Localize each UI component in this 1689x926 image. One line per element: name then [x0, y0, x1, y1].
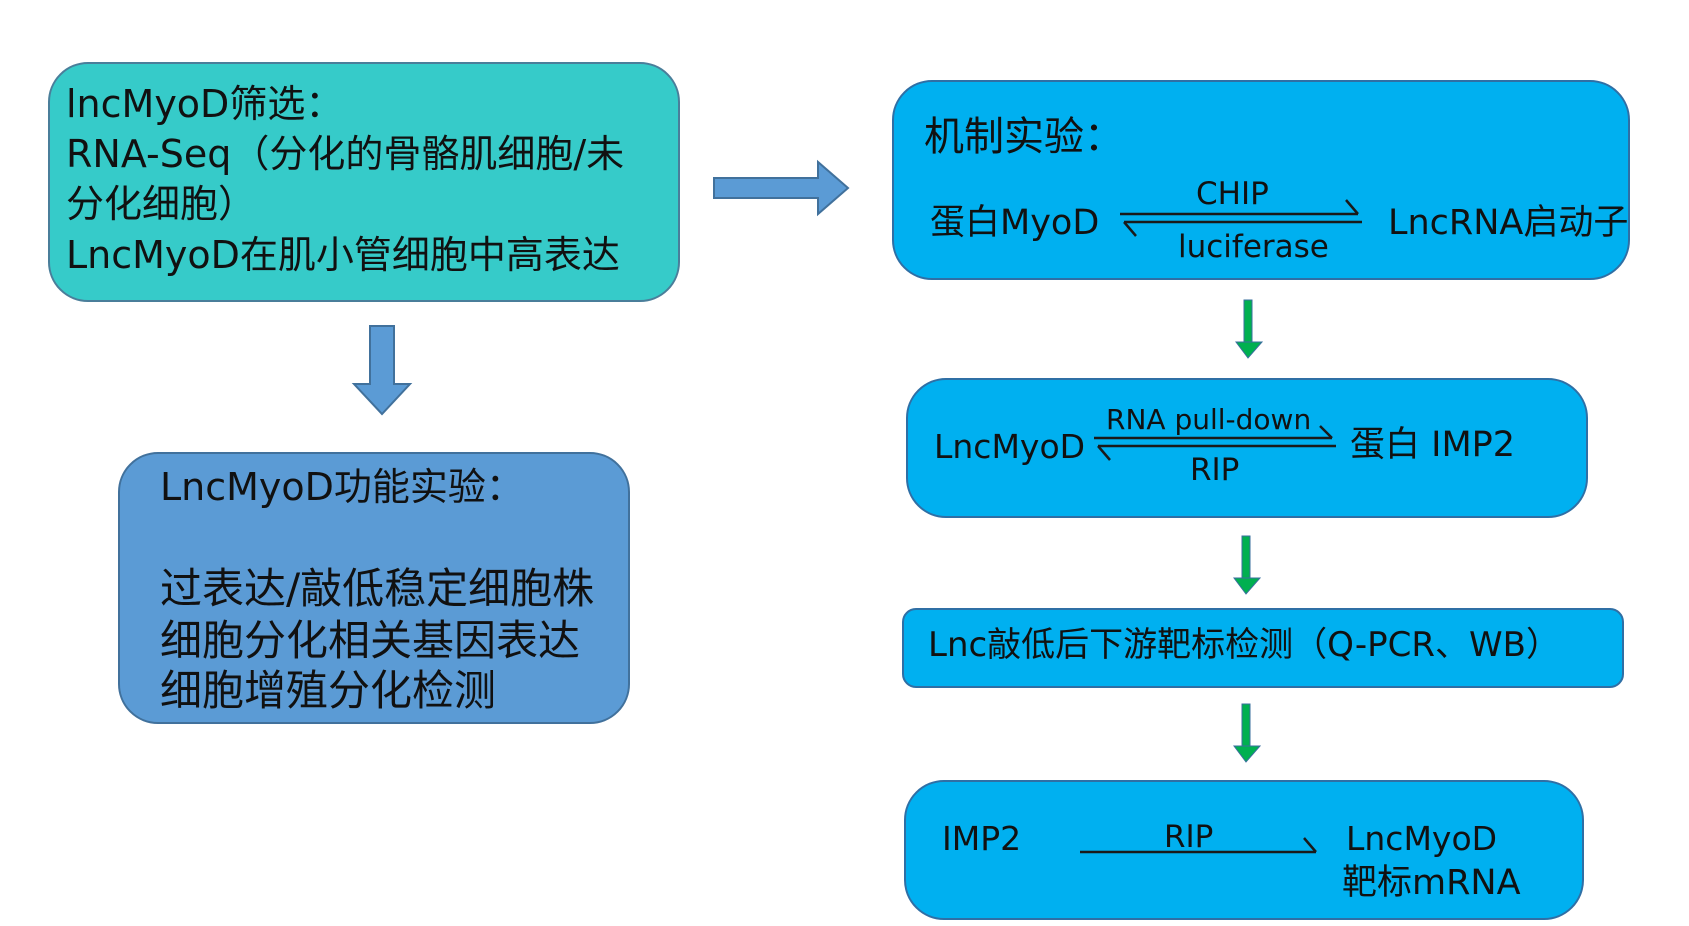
mechanism-right-label: LncRNA启动子	[1388, 203, 1629, 243]
screening-line-2: 分化细胞）	[66, 182, 257, 226]
block-arrow-right	[713, 159, 850, 217]
mechanism-left-label: 蛋白MyoD	[930, 203, 1100, 243]
screening-title: lncMyoD筛选：	[66, 82, 344, 126]
targets-forward-arrow	[1080, 837, 1317, 854]
targets-right-line-2: 靶标mRNA	[1342, 863, 1521, 903]
targets-box	[904, 780, 1584, 920]
binding-box	[906, 378, 1588, 518]
mechanism-equilibrium-arrows	[1120, 199, 1362, 237]
mechanism-box	[892, 80, 1630, 280]
green-arrow-1	[1235, 299, 1264, 359]
binding-equilibrium-arrows	[1094, 425, 1336, 461]
downstream-box	[902, 608, 1624, 688]
screening-box	[48, 62, 680, 302]
screening-line-1: RNA-Seq（分化的骨骼肌细胞/未	[66, 132, 625, 176]
targets-right-line-1: LncMyoD	[1346, 819, 1498, 858]
mechanism-reverse-label: luciferase	[1178, 229, 1329, 265]
function-line-3: 细胞增殖分化检测	[160, 666, 497, 715]
function-box	[118, 452, 630, 724]
function-line-1: 过表达/敲低稳定细胞株	[160, 564, 595, 613]
binding-right-label: 蛋白 IMP2	[1350, 425, 1516, 465]
green-arrow-2	[1233, 535, 1262, 595]
block-arrow-down	[351, 325, 413, 416]
targets-left-label: IMP2	[942, 819, 1022, 858]
function-line-2: 细胞分化相关基因表达	[160, 616, 581, 665]
function-title: LncMyoD功能实验：	[160, 465, 524, 509]
targets-arrow-label: RIP	[1164, 819, 1214, 855]
downstream-label: Lnc敲低后下游靶标检测（Q-PCR、WB）	[928, 625, 1560, 665]
binding-forward-label: RNA pull-down	[1106, 403, 1312, 436]
binding-left-label: LncMyoD	[934, 427, 1086, 466]
binding-reverse-label: RIP	[1190, 452, 1240, 488]
screening-line-3: LncMyoD在肌小管细胞中高表达	[66, 233, 620, 277]
mechanism-title: 机制实验：	[924, 114, 1124, 160]
green-arrow-3	[1233, 703, 1262, 763]
mechanism-forward-label: CHIP	[1196, 176, 1269, 212]
